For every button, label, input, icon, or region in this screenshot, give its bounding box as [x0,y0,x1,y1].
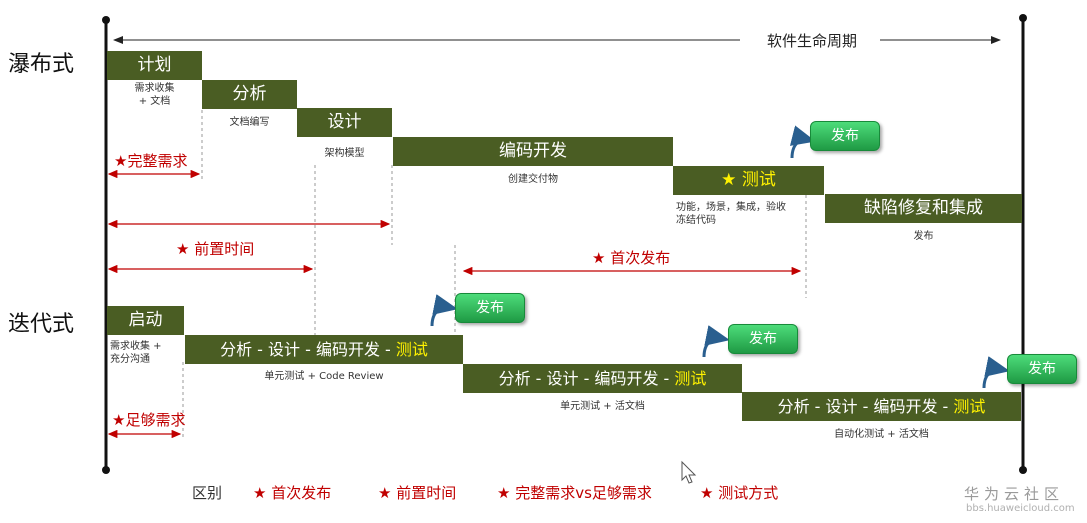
iterative-start-note: 需求收集 + 充分沟通 [110,341,162,365]
dashed-guides [182,110,807,440]
iteration-2-bar: 分析 - 设计 - 编码开发 - 测试 [463,364,742,393]
iteration-2-release-button: 发布 [728,324,798,354]
star-icon: ★ [721,170,737,190]
iteration-1-bar: 分析 - 设计 - 编码开发 - 测试 [185,335,463,364]
iteration-2-note: 单元测试 + 活文档 [560,401,645,412]
release-curves [430,125,1010,389]
waterfall-release-button: 发布 [810,121,880,151]
waterfall-phase-design: 设计 [297,108,392,137]
waterfall-phase-test-note: 功能，场景，集成，验收 冻结代码 [676,202,786,226]
waterfall-phase-plan-note: 需求收集 + 文档 [134,83,175,107]
iteration-1-release-button: 发布 [455,293,525,323]
waterfall-phase-fix-note: 发布 [913,231,934,242]
waterfall-phase-design-note: 架构模型 [324,148,365,159]
waterfall-phase-plan: 计划 [107,51,202,80]
waterfall-phase-fix-integrate: 缺陷修复和集成 [825,194,1022,223]
legend-label: 区别 [192,484,223,502]
left-boundary-bottom-dot [102,466,110,474]
waterfall-phase-coding-note: 创建交付物 [508,174,558,185]
iteration-3-test: 测试 [953,397,986,416]
lifecycle-label: 软件生命周期 [752,30,872,51]
complete-requirements-label: ★完整需求 [114,152,188,170]
mouse-cursor-icon [681,460,697,484]
iteration-3-release-button: 发布 [1007,354,1077,384]
iteration-3-bar: 分析 - 设计 - 编码开发 - 测试 [742,392,1021,421]
first-release-label: ★ 首次发布 [592,249,671,267]
legend-item-lead-time: ★ 前置时间 [378,484,457,502]
waterfall-title: 瀑布式 [8,52,75,77]
right-boundary-bottom-dot [1019,466,1027,474]
iteration-1-label: 分析 - 设计 - 编码开发 - [220,340,396,359]
waterfall-phase-analysis-note: 文档编写 [229,117,270,128]
waterfall-phase-coding: 编码开发 [393,137,673,166]
iteration-2-test: 测试 [674,369,707,388]
left-boundary-top-dot [102,16,110,24]
iteration-3-note: 自动化测试 + 活文档 [834,429,929,440]
legend-item-requirements: ★ 完整需求vs足够需求 [497,484,652,502]
red-range-arrows [107,169,802,439]
iterative-start-phase: 启动 [107,306,184,335]
legend-item-first-release: ★ 首次发布 [253,484,332,502]
legend-item-test-method: ★ 测试方式 [700,484,779,502]
iteration-1-note: 单元测试 + Code Review [264,371,384,382]
waterfall-phase-test-label: 测试 [741,170,776,190]
enough-requirements-label: ★足够需求 [112,411,186,429]
iteration-2-label: 分析 - 设计 - 编码开发 - [498,369,675,388]
waterfall-phase-analysis: 分析 [202,80,297,109]
watermark-title: 华为云社区 [964,485,1065,503]
iterative-title: 迭代式 [8,312,75,337]
waterfall-phase-test: ★ 测试 [673,166,824,195]
iteration-3-label: 分析 - 设计 - 编码开发 - [777,397,954,416]
lead-time-label: ★ 前置时间 [176,240,255,258]
right-boundary-top-dot [1019,14,1027,22]
iteration-1-test: 测试 [395,340,428,359]
watermark-url: bbs.huaweicloud.com [966,503,1075,514]
